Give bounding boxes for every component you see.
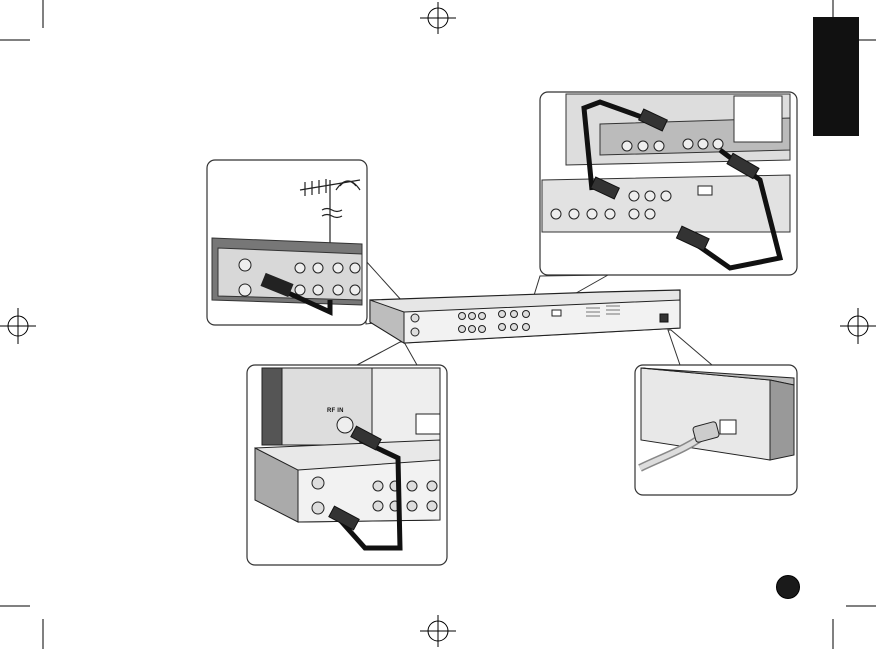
antenna-connection-panel	[207, 160, 367, 325]
registration-mark-bottom	[420, 615, 456, 647]
main-recorder-panel	[370, 290, 680, 343]
rf-in-label: RF IN	[327, 408, 344, 414]
registration-mark-right	[840, 308, 876, 344]
page-number-badge	[776, 575, 800, 599]
rf-tv-connection-panel	[247, 365, 447, 565]
language-tab	[813, 17, 859, 136]
tv-av-connection-panel	[540, 92, 797, 275]
power-connection-panel	[635, 365, 797, 495]
page-number	[777, 576, 799, 598]
registration-mark-top	[420, 2, 456, 34]
registration-mark-left	[0, 308, 36, 344]
